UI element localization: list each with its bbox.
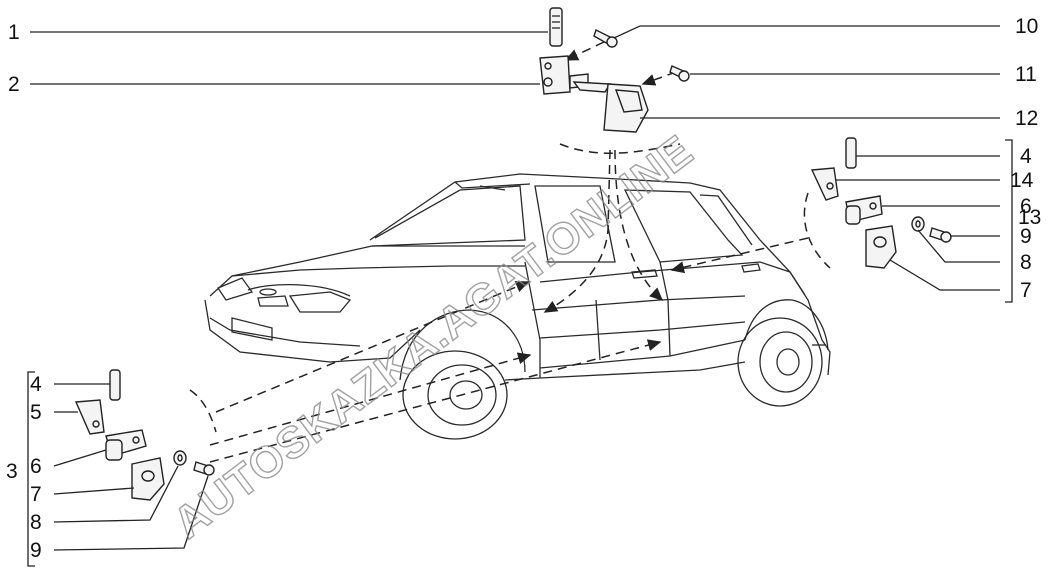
callout-r13: 13	[1018, 206, 1041, 229]
hinge-plate-icon	[845, 195, 883, 225]
washer-icon	[911, 216, 925, 232]
callout-r8: 8	[1020, 251, 1032, 274]
hinge-bracket-icon	[539, 55, 589, 95]
callout-12: 12	[1015, 107, 1038, 130]
hinge-bracket-icon	[865, 225, 897, 269]
callout-r9: 9	[1020, 225, 1032, 248]
callout-r14: 14	[1010, 169, 1034, 192]
callout-l9: 9	[30, 539, 42, 562]
callout-l3: 3	[6, 460, 18, 483]
callout-l8: 8	[30, 511, 42, 534]
callout-r7: 7	[1020, 279, 1032, 302]
car-body	[204, 173, 831, 440]
guide-lines	[189, 41, 831, 463]
hinge-plate-icon	[105, 429, 147, 461]
bolt-icon	[593, 29, 618, 48]
hinge-pin-icon	[549, 7, 563, 47]
bolt-icon	[669, 65, 690, 82]
hinge-bracket-icon	[810, 167, 839, 201]
leader-lines	[27, 25, 1013, 567]
bolt-icon	[193, 461, 215, 476]
hinge-pin-icon	[845, 137, 857, 169]
callout-1: 1	[8, 21, 20, 44]
callout-l5: 5	[30, 401, 42, 424]
callout-l4: 4	[30, 373, 42, 396]
hinge-bracket-icon	[74, 399, 105, 435]
washer-icon	[173, 450, 187, 466]
hinge-plate-icon	[572, 81, 649, 133]
bolt-icon	[929, 227, 952, 243]
callout-l6: 6	[30, 455, 42, 478]
callout-r4: 4	[1020, 145, 1032, 168]
hinge-pin-icon	[109, 369, 121, 401]
callout-labels: 1 2 10 11 12 4 14 6 13 9 8 7 4 5 3 6 7 8…	[6, 15, 1041, 562]
hinge-bracket-icon	[131, 457, 165, 501]
callout-l7: 7	[30, 483, 42, 506]
callout-10: 10	[1015, 15, 1038, 38]
callout-11: 11	[1015, 63, 1037, 86]
callout-2: 2	[8, 73, 20, 96]
watermark-text: AUTOSKAZKA.AGAT.ONLINE	[165, 126, 703, 548]
callout-r6: 6	[1020, 195, 1032, 218]
